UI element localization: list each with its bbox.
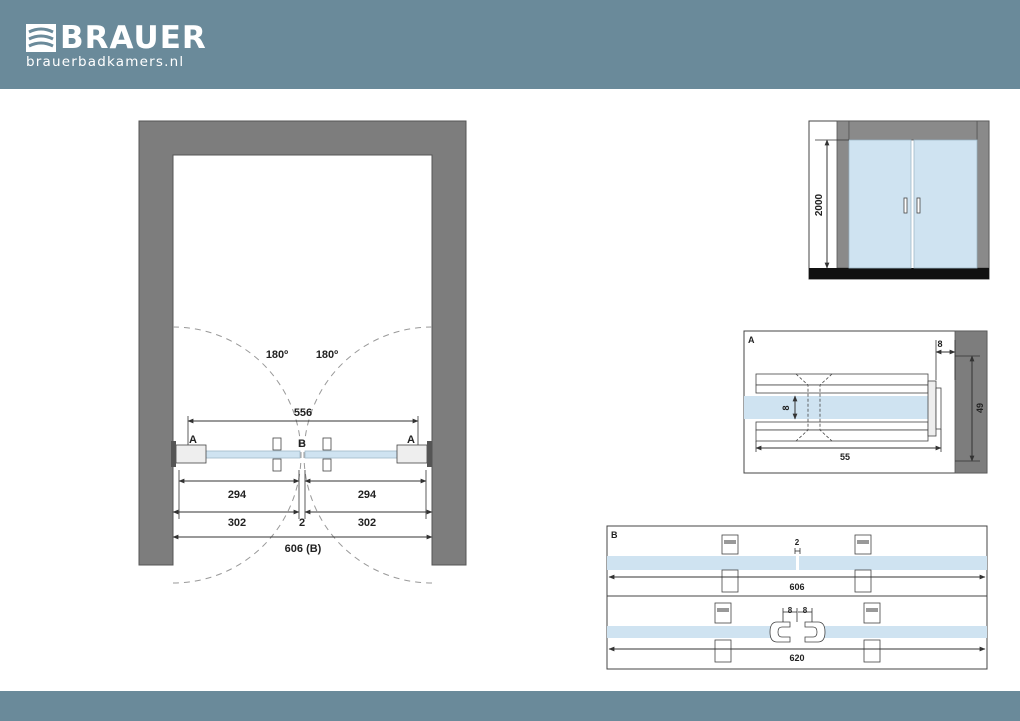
detail-a-profile-bottom: [755, 421, 929, 431]
detail-b-hinge-right-bottom: [854, 569, 872, 593]
angle-label-right: 180º: [316, 349, 338, 361]
detail-b-hinge-lower-left-bottom: [714, 639, 732, 663]
label-b: B: [298, 438, 306, 450]
swing-arc-left: [172, 326, 302, 584]
detail-a-glass: [744, 396, 928, 419]
handle-left-top: [272, 437, 282, 451]
swing-arc-right: [303, 326, 433, 584]
dim-label-a-49: 49: [975, 403, 985, 413]
header-bar: BRAUER brauerbadkamers.nl: [0, 0, 1020, 89]
detail-a-label: A: [748, 335, 755, 345]
dim-label-a-8-left: 8: [781, 405, 791, 410]
dim-label-b-606: 606: [789, 582, 804, 592]
elevation-wall-right: [976, 120, 990, 269]
detail-b-seal-right: [804, 621, 826, 643]
label-a-left: A: [189, 434, 197, 446]
detail-b: B 2 606 8 8 620: [606, 525, 988, 670]
detail-a-wall: [954, 330, 988, 474]
handle-right-top: [322, 437, 332, 451]
brand-logo-mark-icon: [26, 24, 56, 52]
detail-b-hinge-left-top: [721, 534, 739, 555]
dim-label-b-gap: 2: [795, 538, 800, 547]
detail-b-hinge-lower-right-bottom: [863, 639, 881, 663]
angle-label-left: 180º: [266, 349, 288, 361]
elevation-wall-left: [836, 120, 850, 269]
dim-label-b-8-left: 8: [788, 606, 793, 615]
dim-label-302-right: 302: [358, 517, 376, 529]
dim-label-294-left: 294: [228, 489, 247, 501]
detail-b-label: B: [611, 530, 618, 540]
dim-label-b-620: 620: [789, 653, 804, 663]
dim-label-606: 606 (B): [285, 543, 322, 555]
dim-label-a-55: 55: [840, 452, 850, 462]
brand-url: brauerbadkamers.nl: [26, 54, 185, 70]
elevation-handle-right: [916, 197, 921, 214]
detail-b-hinge-lower-left-top: [714, 602, 732, 624]
detail-b-hinge-right-top: [854, 534, 872, 555]
detail-a-mount: [927, 380, 937, 437]
elevation-handle-left: [903, 197, 908, 214]
detail-b-hinge-left-bottom: [721, 569, 739, 593]
dim-label-556: 556: [294, 407, 312, 419]
detail-b-glass-lower-right: [818, 626, 987, 638]
detail-a: A 8 8 49 55: [743, 330, 988, 474]
elevation-header: [848, 120, 978, 141]
detail-b-seal-left: [769, 621, 791, 643]
detail-a-profile-top: [755, 373, 929, 386]
elevation-door-right: [913, 139, 978, 269]
dim-label-b-8-right: 8: [803, 606, 808, 615]
detail-b-glass-lower-left: [607, 626, 777, 638]
dim-label-302-left: 302: [228, 517, 246, 529]
label-a-right: A: [407, 434, 415, 446]
detail-b-hinge-lower-right-top: [863, 602, 881, 624]
elevation-floor: [809, 268, 989, 279]
dim-label-2000: 2000: [814, 193, 825, 216]
footer-bar: [0, 691, 1020, 721]
profile-a-left: [175, 444, 207, 464]
plan-wall: [138, 120, 467, 566]
plan-view: 180º 180º 556 A B A 294 294 302: [138, 120, 467, 584]
dim-label-294-right: 294: [358, 489, 377, 501]
dim-label-gap: 2: [299, 517, 305, 529]
profile-a-right: [396, 444, 428, 464]
detail-b-glass-left: [607, 556, 796, 570]
elevation-door-left: [848, 139, 912, 269]
detail-b-glass-right: [799, 556, 987, 570]
handle-left-bottom: [272, 458, 282, 472]
handle-right-bottom: [322, 458, 332, 472]
dim-label-a-8-top: 8: [937, 339, 942, 349]
brand-name: BRAUER: [60, 20, 207, 56]
elevation-view: 2000: [808, 120, 990, 280]
